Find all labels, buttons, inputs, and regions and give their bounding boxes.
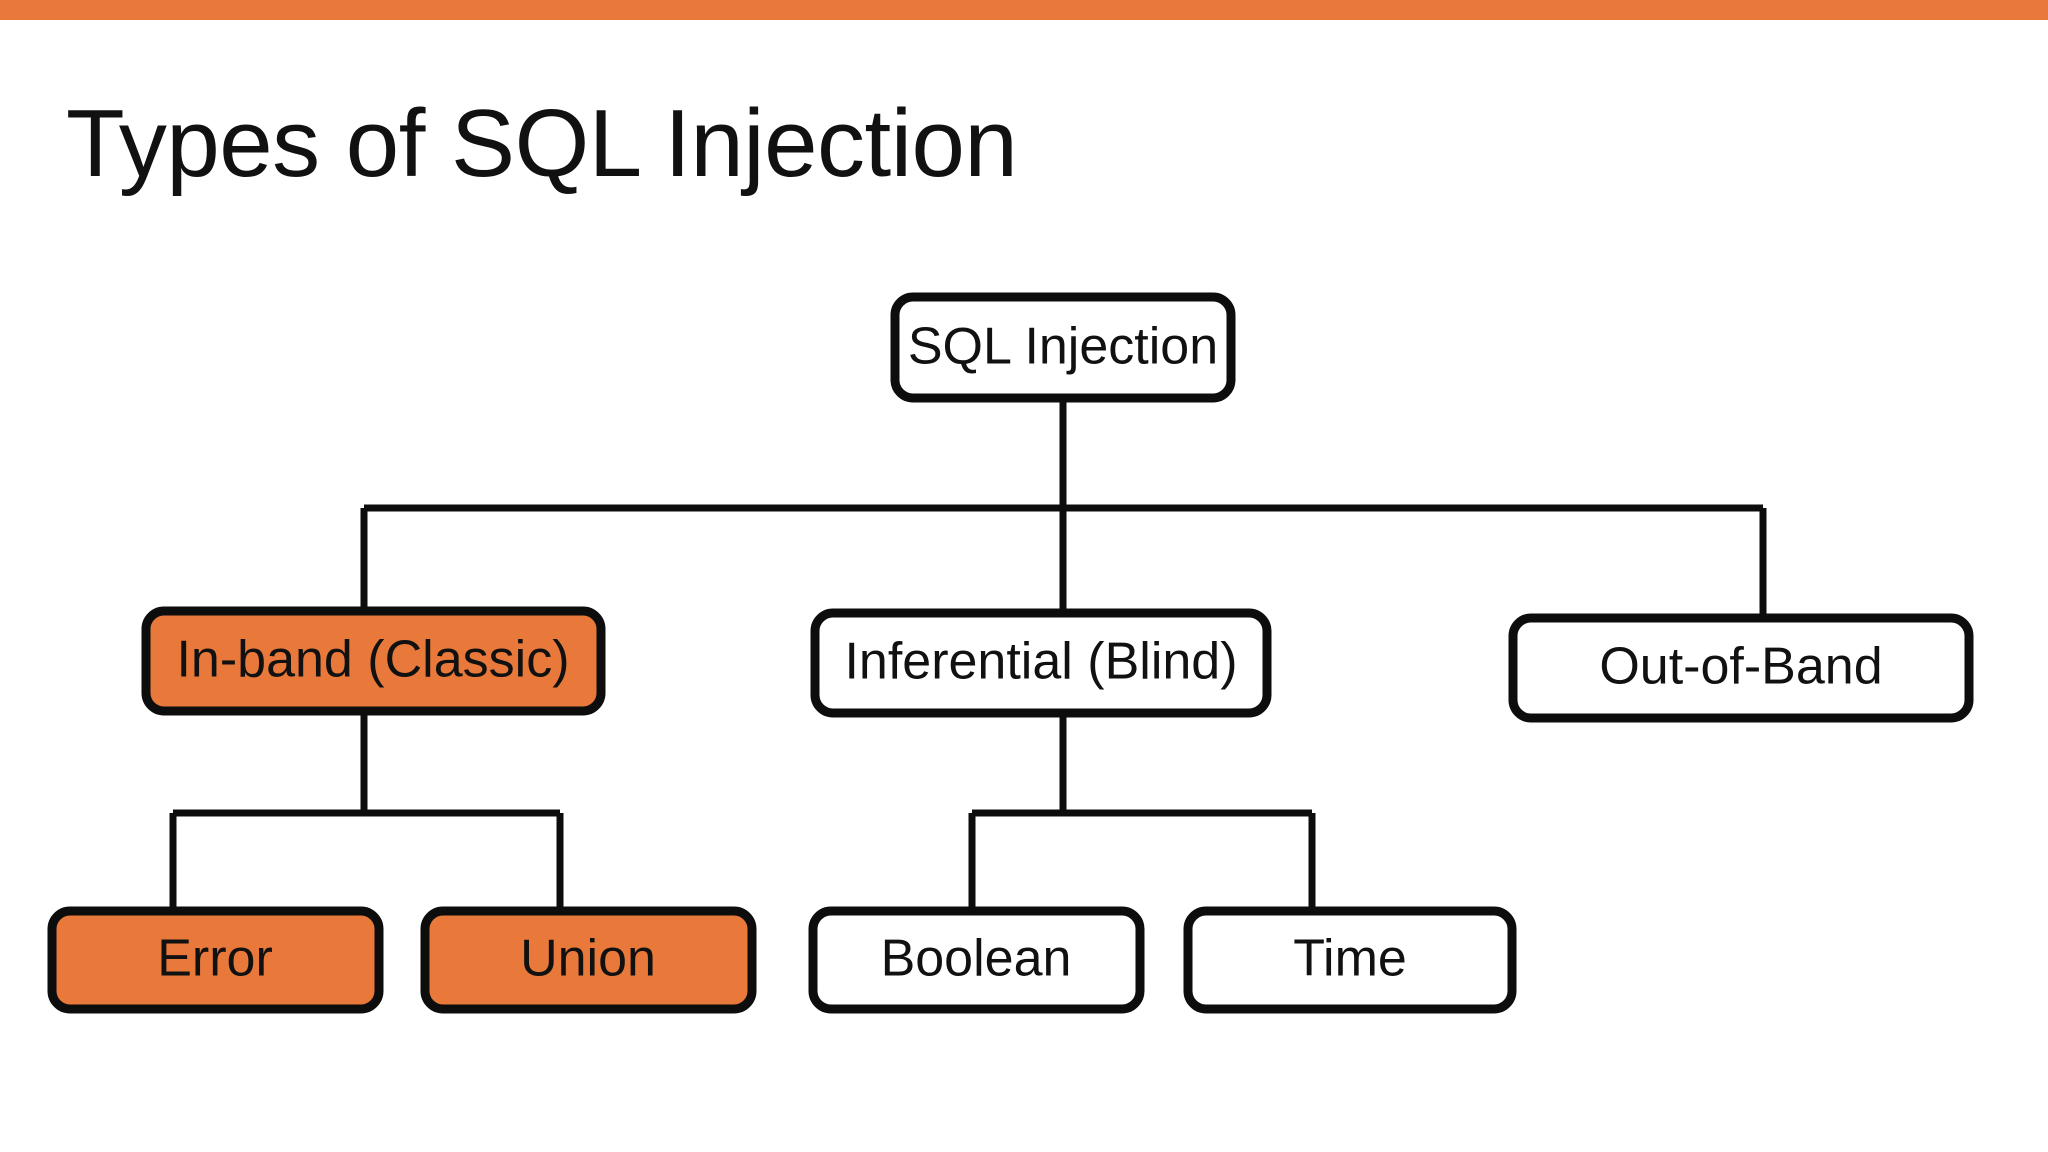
node-time[interactable]: Time [1183, 906, 1517, 1014]
top-accent-bar [0, 0, 2048, 20]
node-root-box[interactable] [890, 292, 1236, 403]
node-inferential-box[interactable] [810, 608, 1272, 718]
node-boolean[interactable]: Boolean [808, 906, 1145, 1014]
connector-group [169, 398, 1767, 911]
node-in-band-label: In-band (Classic) [176, 631, 569, 689]
node-union-box[interactable] [420, 906, 757, 1014]
node-out-of-band[interactable]: Out-of-Band [1508, 613, 1974, 723]
node-boolean-box[interactable] [808, 906, 1145, 1014]
node-error[interactable]: Error [47, 906, 384, 1014]
node-root[interactable]: SQL Injection [890, 292, 1236, 403]
node-in-band-box[interactable] [141, 606, 606, 716]
node-inferential-label: Inferential (Blind) [844, 633, 1237, 691]
node-in-band[interactable]: In-band (Classic) [141, 606, 606, 716]
node-out-of-band-label: Out-of-Band [1599, 638, 1882, 696]
node-root-label: SQL Injection [908, 318, 1218, 376]
node-union-label: Union [520, 930, 656, 988]
node-inferential[interactable]: Inferential (Blind) [810, 608, 1272, 718]
node-out-of-band-box[interactable] [1508, 613, 1974, 723]
page-title: Types of SQL Injection [66, 90, 1018, 197]
node-error-box[interactable] [47, 906, 384, 1014]
node-error-label: Error [157, 930, 273, 988]
node-union[interactable]: Union [420, 906, 757, 1014]
node-time-box[interactable] [1183, 906, 1517, 1014]
node-time-label: Time [1293, 930, 1407, 988]
node-boolean-label: Boolean [881, 930, 1072, 988]
